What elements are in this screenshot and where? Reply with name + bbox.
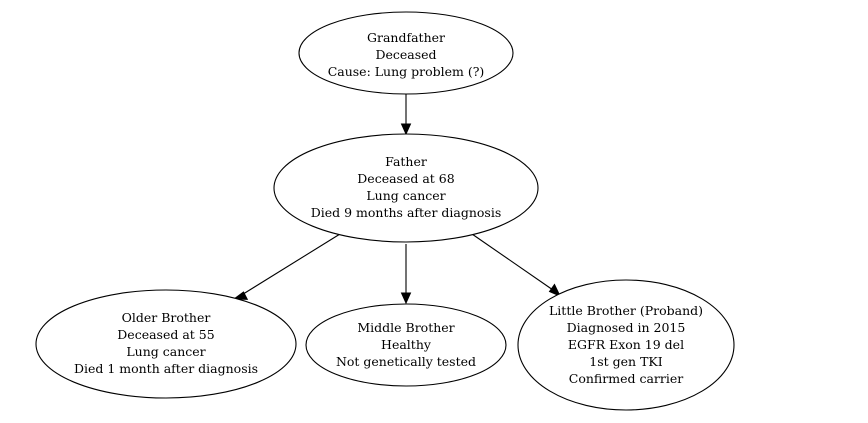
older-brother-line-4: Died 1 month after diagnosis	[74, 361, 258, 376]
little-brother-line-1: Little Brother (Proband)	[549, 303, 703, 318]
father-line-1: Father	[385, 154, 427, 169]
older-brother-line-3: Lung cancer	[126, 344, 205, 359]
middle-brother-line-2: Healthy	[381, 337, 432, 352]
grandfather-line-1: Grandfather	[367, 30, 445, 45]
father-line-4: Died 9 months after diagnosis	[311, 205, 502, 220]
little-brother-line-2: Diagnosed in 2015	[567, 320, 686, 335]
older-brother-line-1: Older Brother	[122, 310, 211, 325]
middle-brother-line-1: Middle Brother	[357, 320, 454, 335]
node-little-brother: Little Brother (Proband) Diagnosed in 20…	[517, 279, 735, 411]
edge-grandfather-father	[400, 94, 412, 136]
little-brother-line-4: 1st gen TKI	[589, 354, 662, 369]
middle-brother-line-3: Not genetically tested	[336, 354, 476, 369]
little-brother-line-3: EGFR Exon 19 del	[568, 337, 684, 352]
older-brother-line-2: Deceased at 55	[117, 327, 214, 342]
node-middle-brother: Middle Brother Healthy Not genetically t…	[305, 303, 507, 387]
node-grandfather: Grandfather Deceased Cause: Lung problem…	[298, 11, 514, 95]
node-father: Father Deceased at 68 Lung cancer Died 9…	[273, 133, 539, 243]
father-line-2: Deceased at 68	[357, 171, 454, 186]
edge-father-middle-brother	[400, 244, 412, 305]
edge-father-little-brother	[471, 233, 562, 297]
little-brother-line-5: Confirmed carrier	[569, 371, 683, 386]
edge-father-older-brother	[232, 233, 341, 300]
grandfather-line-3: Cause: Lung problem (?)	[328, 64, 485, 79]
father-line-3: Lung cancer	[366, 188, 445, 203]
grandfather-line-2: Deceased	[375, 47, 436, 62]
node-older-brother: Older Brother Deceased at 55 Lung cancer…	[35, 289, 297, 399]
